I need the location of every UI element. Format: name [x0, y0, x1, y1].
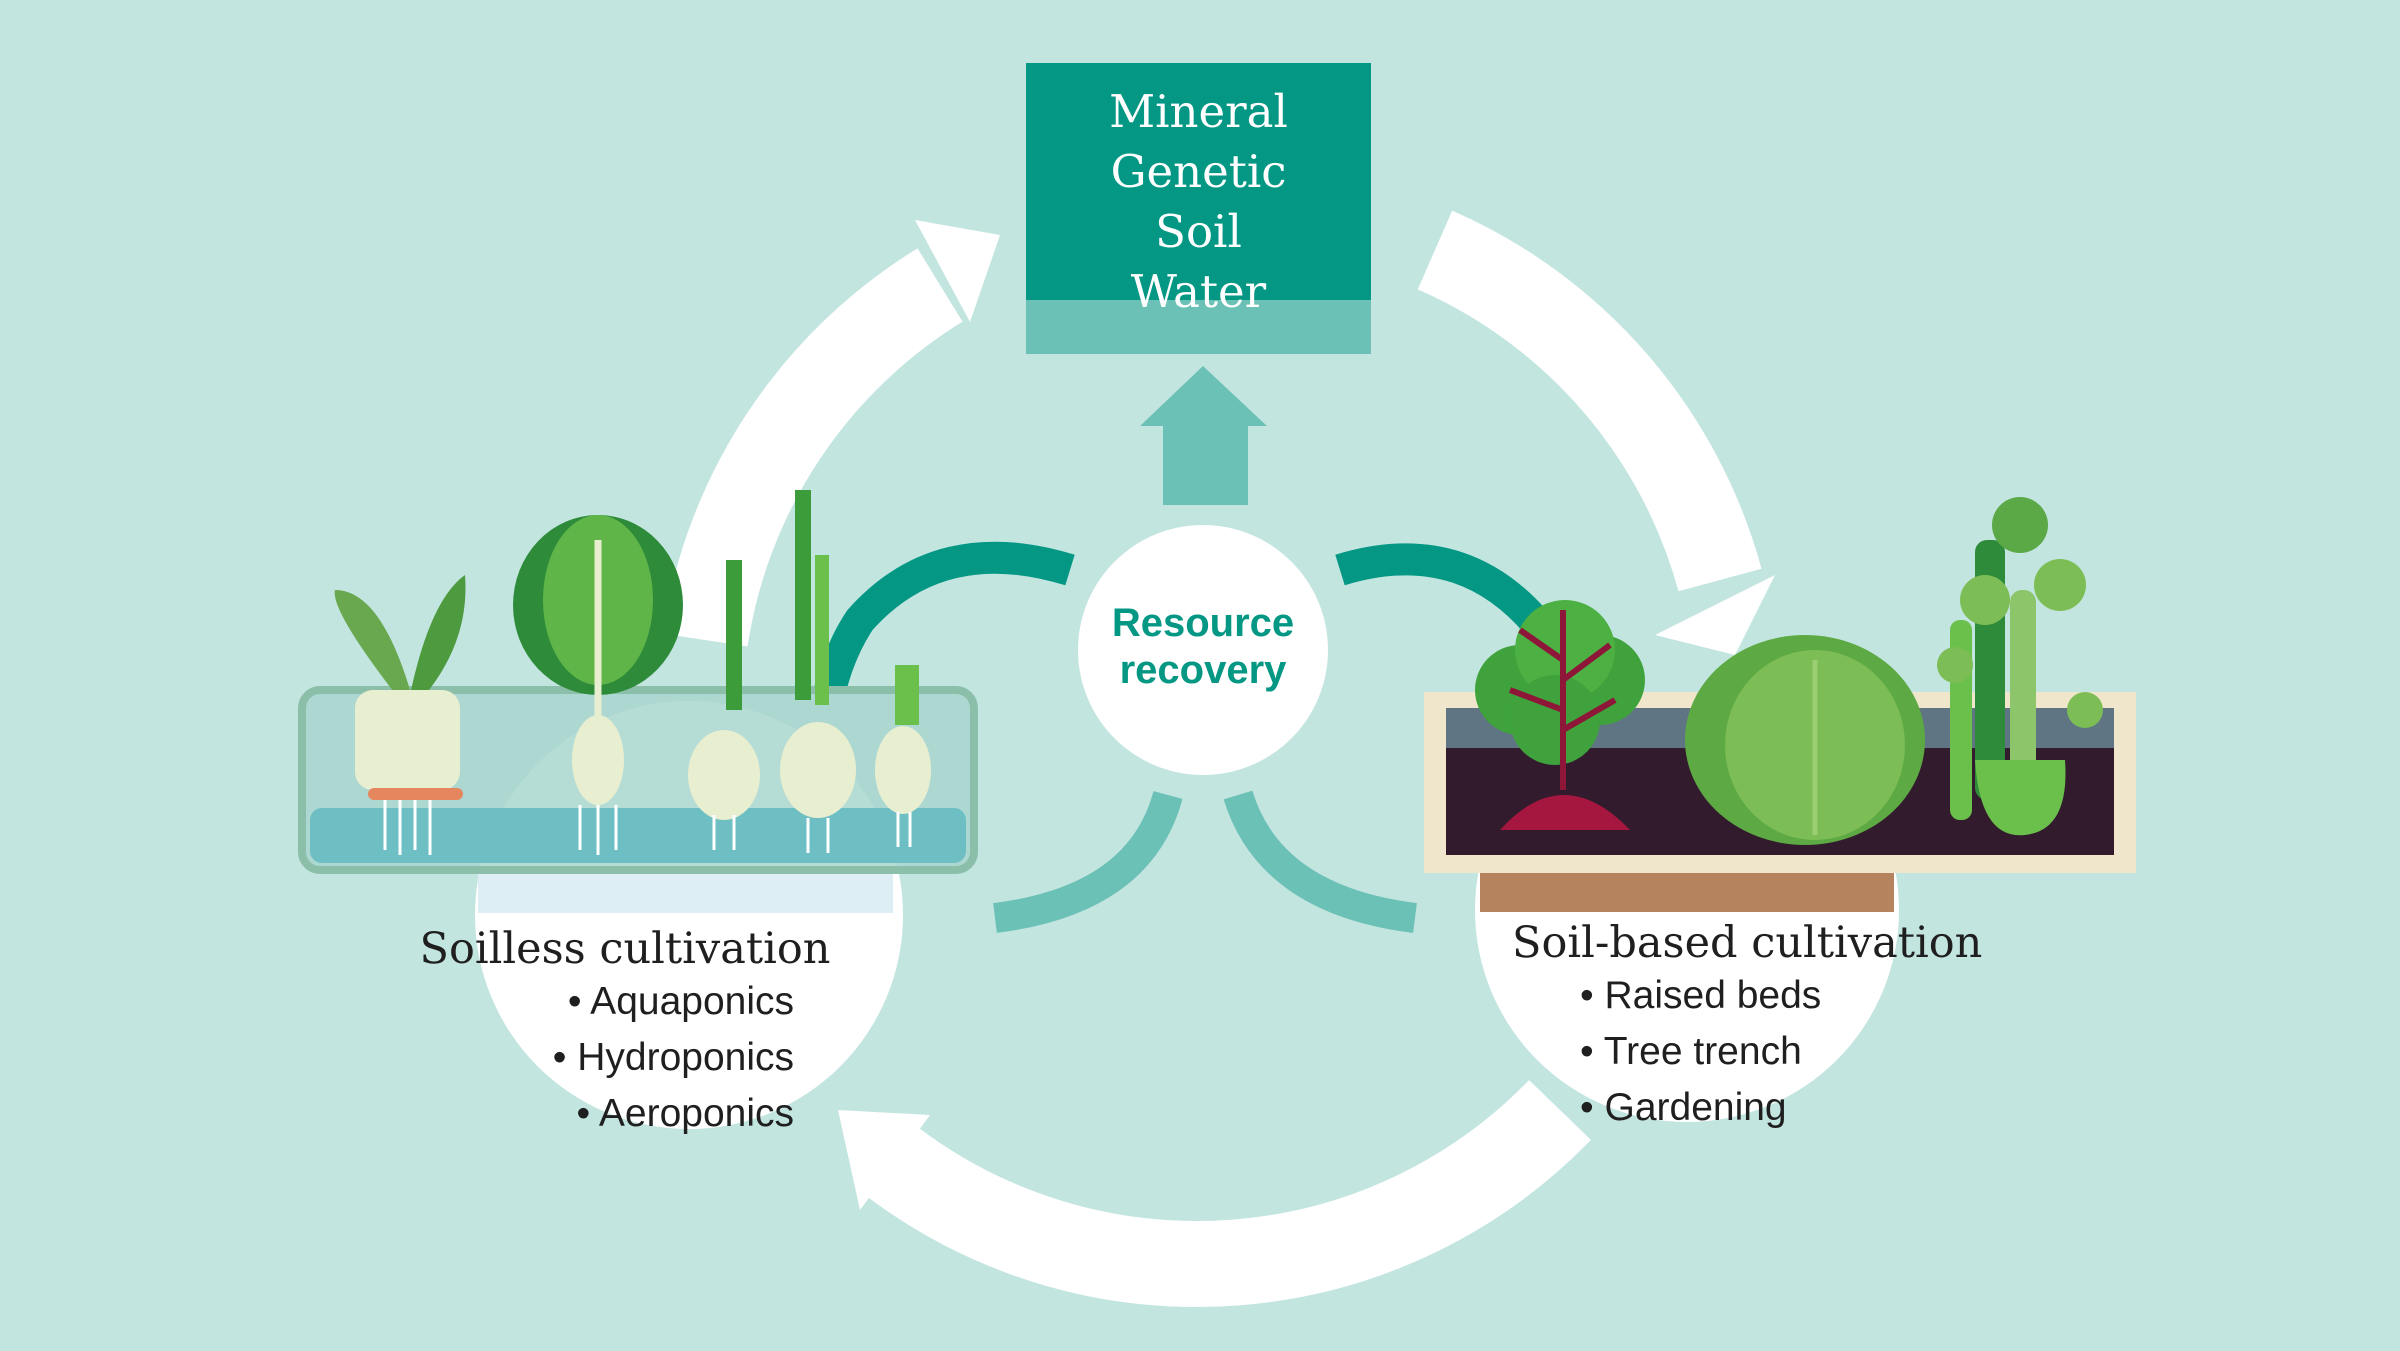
- arrowhead-right: [1655, 575, 1775, 655]
- resources-box: [1026, 63, 1371, 354]
- soilless-item-aeroponics: • Aeroponics: [576, 1092, 794, 1135]
- arrowhead-bottom-left: [838, 1110, 930, 1210]
- resource-water: Water: [1130, 265, 1267, 318]
- resources-box-text: Mineral Genetic Soil Water: [1026, 82, 1371, 322]
- resource-recovery-circle: [1078, 525, 1328, 775]
- plant-cabbage: [1685, 635, 1925, 845]
- planter-base: [1480, 872, 1894, 912]
- arc-lower-right: [1223, 790, 1417, 933]
- center-label-line2: recovery: [1119, 648, 1287, 692]
- soilless-item-hydroponics: • Hydroponics: [552, 1036, 794, 1079]
- up-arrow-icon: [1140, 366, 1267, 505]
- soilless-item-aquaponics: • Aquaponics: [567, 980, 794, 1023]
- plant-spring-onions: [688, 490, 931, 853]
- resource-genetic: Genetic: [1110, 145, 1287, 198]
- cycle-arrowheads: [838, 220, 1775, 1210]
- cycle-arrow-top-to-right: [1417, 210, 1762, 592]
- plant-lettuce: [513, 515, 683, 855]
- raised-bed-planter: [1424, 497, 2136, 873]
- soil-based-section: Soil-based cultivation • Raised beds • T…: [1500, 918, 1983, 1136]
- resource-soil: Soil: [1155, 205, 1242, 258]
- cycle-arrows: [662, 210, 1762, 1307]
- recovery-arcs-lower: [993, 790, 1417, 933]
- center-label: Resource recovery: [1078, 600, 1328, 694]
- cycle-arrow-right-to-left: [863, 1080, 1591, 1307]
- center-label-line1: Resource: [1111, 601, 1295, 645]
- plant-bok-choy: [334, 575, 466, 855]
- cycle-arrow-left-to-top: [662, 248, 963, 647]
- hydroponic-tank: [298, 490, 978, 874]
- plant-beetroot: [1475, 600, 1645, 830]
- arc-upper-left: [814, 541, 1075, 695]
- soilless-section: Soilless cultivation • Aquaponics • Hydr…: [400, 924, 850, 1142]
- arc-upper-right: [1335, 543, 1563, 650]
- soilless-title: Soilless cultivation: [419, 924, 831, 974]
- soil-based-item-gardening: • Gardening: [1580, 1086, 1787, 1129]
- soil-based-item-tree-trench: • Tree trench: [1580, 1030, 1802, 1073]
- arrowhead-top-left: [915, 220, 1000, 322]
- arc-lower-left: [993, 790, 1183, 933]
- soil-based-item-raised-beds: • Raised beds: [1580, 974, 1822, 1017]
- recovery-arcs-upper: [814, 541, 1563, 695]
- resource-mineral: Mineral: [1109, 85, 1288, 138]
- soil-based-title: Soil-based cultivation: [1512, 918, 1983, 968]
- plant-celery: [1937, 497, 2103, 836]
